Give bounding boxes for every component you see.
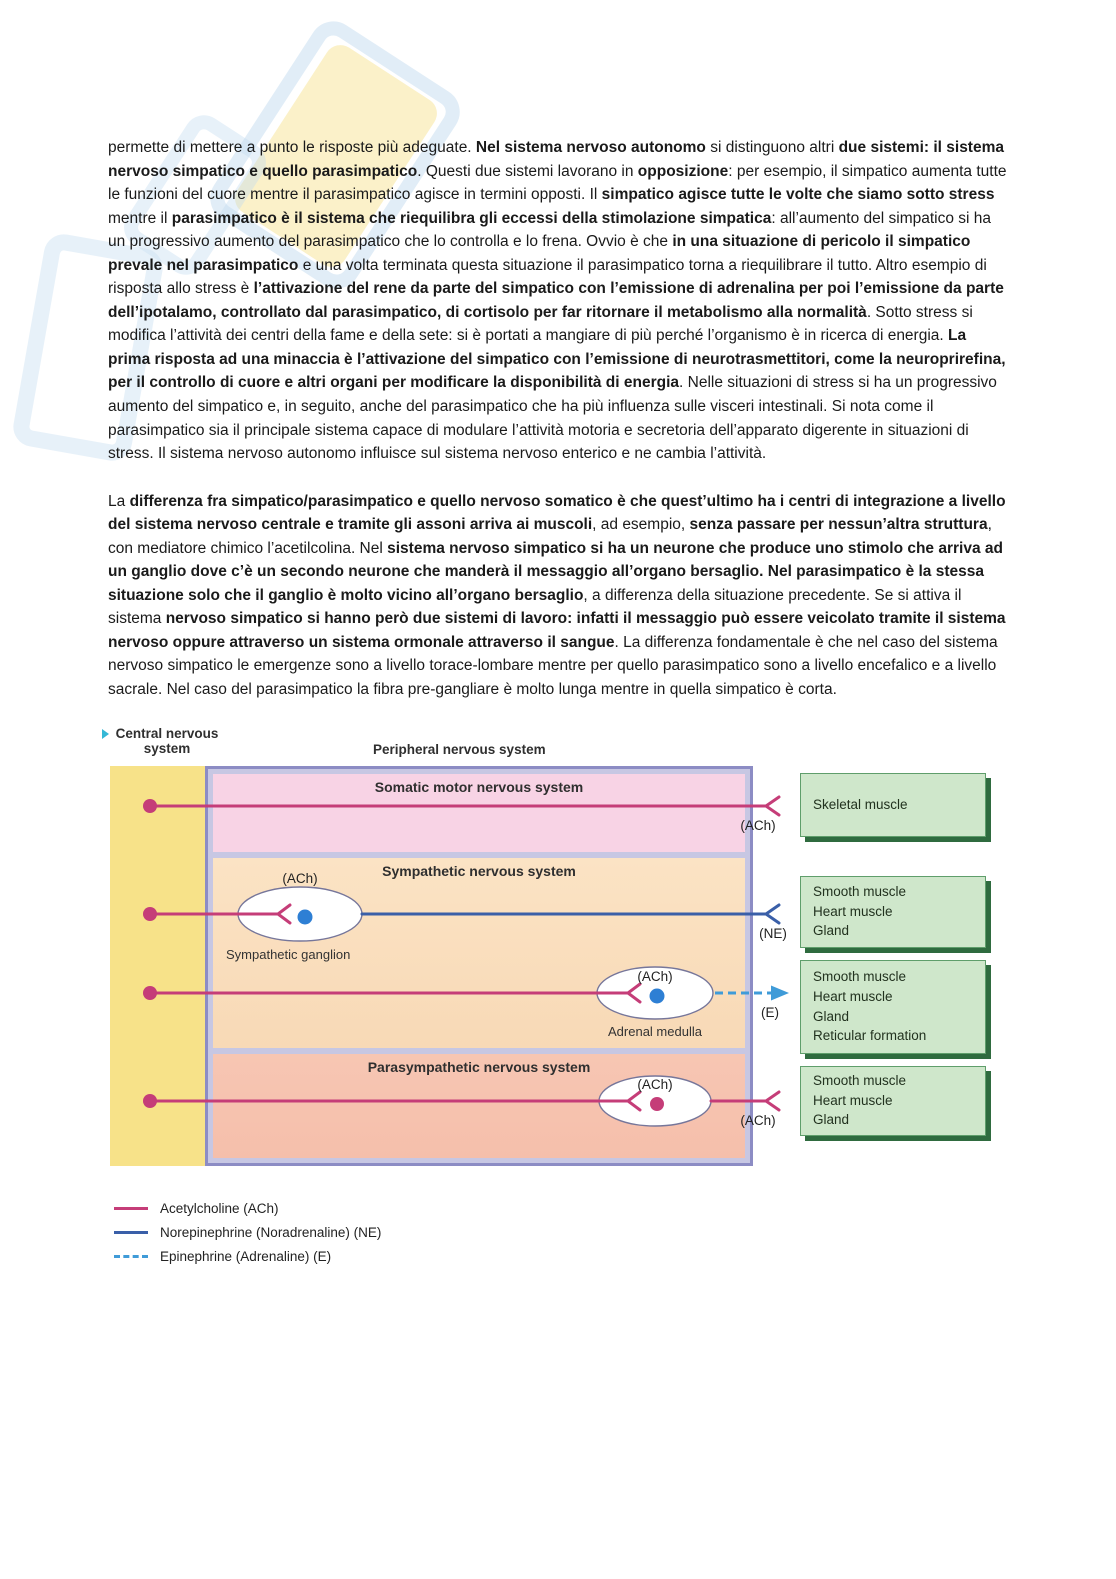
legend-row-acetylcholine: Acetylcholine (ACh): [114, 1201, 1010, 1216]
ach-label-parasympathetic-terminal: (ACh): [740, 1112, 776, 1128]
paragraph-1: permette di mettere a punto le risposte …: [108, 139, 1007, 463]
cns-box: [110, 765, 205, 1166]
document-page: permette di mettere a punto le risposte …: [102, 139, 1010, 1264]
cns-label: Central nervous system: [115, 725, 219, 756]
legend-label-epinephrine: Epinephrine (Adrenaline) (E): [160, 1248, 332, 1264]
ach-label-parasympathetic-ganglion: (ACh): [637, 1076, 673, 1092]
sympathetic-ganglion-label: Sympathetic ganglion: [226, 946, 351, 962]
legend-row-norepinephrine: Norepinephrine (Noradrenaline) (NE): [114, 1225, 1010, 1240]
sympathetic-postganglionic-terminal-icon: [764, 903, 781, 925]
legend-label-acetylcholine: Acetylcholine (ACh): [160, 1200, 279, 1216]
ach-label-adrenal: (ACh): [637, 968, 673, 984]
acetylcholine-line-icon: [114, 1206, 148, 1210]
paragraph-2: La differenza fra simpatico/parasimpatic…: [108, 492, 1006, 699]
parasympathetic-section: Parasympathetic nervous system: [213, 1053, 745, 1158]
somatic-terminal-icon: [764, 795, 781, 817]
somatic-section: Somatic motor nervous system: [213, 773, 745, 852]
epinephrine-arrowhead-icon: [771, 985, 789, 1001]
parasympathetic-postganglionic-terminal-icon: [764, 1090, 781, 1112]
epinephrine-dashed-line-icon: [114, 1254, 148, 1258]
legend: Acetylcholine (ACh) Norepinephrine (Nora…: [114, 1201, 1010, 1264]
adrenal-medulla-label: Adrenal medulla: [608, 1023, 702, 1039]
nervous-system-diagram: Central nervous system Peripheral nervou…: [102, 725, 1008, 1171]
e-label: (E): [761, 1004, 779, 1020]
ach-label-somatic: (ACh): [740, 817, 776, 833]
ach-label-ganglion: (ACh): [282, 870, 318, 886]
legend-label-norepinephrine: Norepinephrine (Noradrenaline) (NE): [160, 1224, 382, 1240]
pns-label: Peripheral nervous system: [373, 741, 546, 757]
parasympathetic-title: Parasympathetic nervous system: [367, 1058, 591, 1075]
sympathetic-title: Sympathetic nervous system: [382, 862, 576, 879]
artifact-mark: [102, 728, 109, 739]
ne-label: (NE): [759, 925, 787, 941]
norepinephrine-line-icon: [114, 1230, 148, 1234]
somatic-title: Somatic motor nervous system: [374, 778, 584, 795]
target-skeletal-muscle: Skeletal muscle: [800, 772, 986, 837]
legend-row-epinephrine: Epinephrine (Adrenaline) (E): [114, 1249, 1010, 1264]
